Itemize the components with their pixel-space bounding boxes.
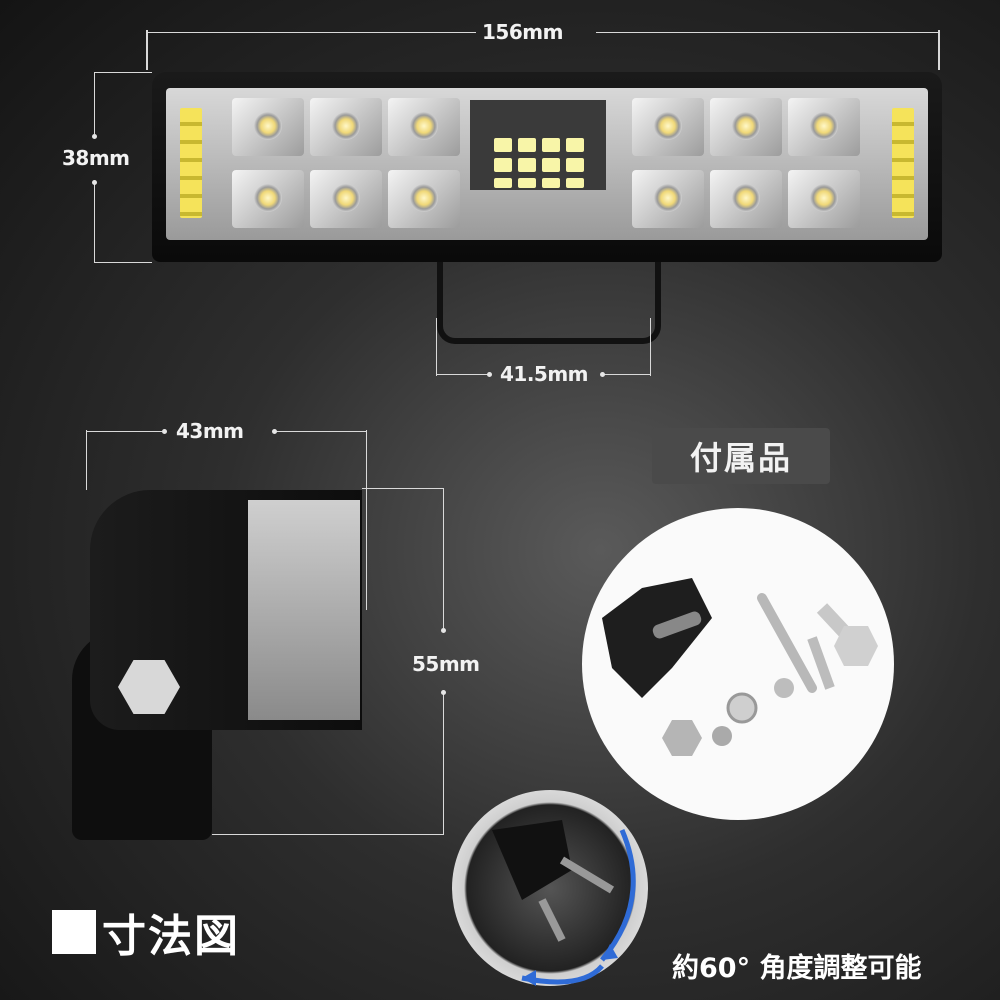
led	[410, 112, 438, 140]
bracket-dimension-label: 41.5mm	[500, 362, 589, 386]
led	[254, 112, 282, 140]
dimension-dot	[441, 690, 446, 695]
accessories-image	[582, 508, 894, 820]
led-cell	[388, 98, 460, 156]
dimension-line	[94, 72, 95, 134]
angle-adjust-image	[452, 790, 648, 986]
led	[810, 112, 838, 140]
smd-led	[566, 158, 584, 172]
smd-led	[518, 138, 536, 152]
dimension-tick	[146, 30, 148, 70]
led	[410, 184, 438, 212]
amber-side-left	[180, 108, 202, 218]
smd-led	[518, 158, 536, 172]
dimension-dot	[162, 429, 167, 434]
height-dimension-label: 38mm	[62, 146, 130, 170]
led-cell	[310, 170, 382, 228]
smd-led	[494, 178, 512, 188]
led	[332, 184, 360, 212]
angle-caption: 約60° 角度調整可能	[672, 953, 922, 984]
smd-led	[494, 138, 512, 152]
dimension-line	[86, 431, 162, 432]
dimension-dot	[272, 429, 277, 434]
center-led-block	[470, 100, 606, 190]
dimension-line	[443, 694, 444, 835]
led-cell	[710, 98, 782, 156]
dimension-line	[443, 488, 444, 628]
depth-dimension-label: 43mm	[176, 419, 244, 443]
side-lens	[248, 500, 360, 720]
led	[732, 112, 760, 140]
dimension-line	[94, 184, 95, 262]
diagram-title: 寸法図	[52, 900, 240, 964]
led-cell	[310, 98, 382, 156]
dimension-dot	[441, 628, 446, 633]
mount-bracket-front	[437, 262, 661, 344]
smd-led	[542, 138, 560, 152]
side-height-dimension-label: 55mm	[412, 652, 480, 676]
smd-led	[542, 178, 560, 188]
dimension-line	[604, 374, 651, 375]
smd-led	[518, 178, 536, 188]
dimension-dot	[92, 134, 97, 139]
smd-led	[566, 178, 584, 188]
dimension-tick	[94, 72, 152, 73]
led	[332, 112, 360, 140]
dimension-tick	[366, 430, 367, 610]
led-cell	[710, 170, 782, 228]
dimension-line	[596, 32, 940, 33]
accessories-parts-icon	[602, 578, 878, 756]
led	[654, 112, 682, 140]
smd-led	[542, 158, 560, 172]
led-cell	[788, 170, 860, 228]
dimension-dot	[92, 180, 97, 185]
led-cell	[388, 170, 460, 228]
led	[254, 184, 282, 212]
title-square-icon	[52, 910, 96, 954]
dimension-tick	[212, 834, 444, 835]
dimension-tick	[362, 488, 444, 489]
dimension-line	[436, 374, 488, 375]
dimension-tick	[94, 262, 152, 263]
led	[810, 184, 838, 212]
width-dimension-label: 156mm	[482, 20, 563, 44]
accessories-title: 付属品	[652, 428, 830, 484]
angle-arrow-icon	[492, 820, 636, 986]
smd-led	[566, 138, 584, 152]
diagram-title-text: 寸法図	[102, 911, 240, 962]
dimension-tick	[650, 318, 651, 376]
led-cell	[232, 170, 304, 228]
led-cell	[632, 170, 704, 228]
led	[732, 184, 760, 212]
amber-side-right	[892, 108, 914, 218]
led-cell	[232, 98, 304, 156]
dimension-line	[146, 32, 476, 33]
led	[654, 184, 682, 212]
dimension-tick	[86, 430, 87, 490]
dimension-dot	[487, 372, 492, 377]
dimension-line	[276, 431, 366, 432]
led-cell	[632, 98, 704, 156]
led-cell	[788, 98, 860, 156]
dimension-tick	[938, 30, 940, 70]
dimension-tick	[436, 318, 437, 376]
smd-led	[494, 158, 512, 172]
dimension-dot	[600, 372, 605, 377]
